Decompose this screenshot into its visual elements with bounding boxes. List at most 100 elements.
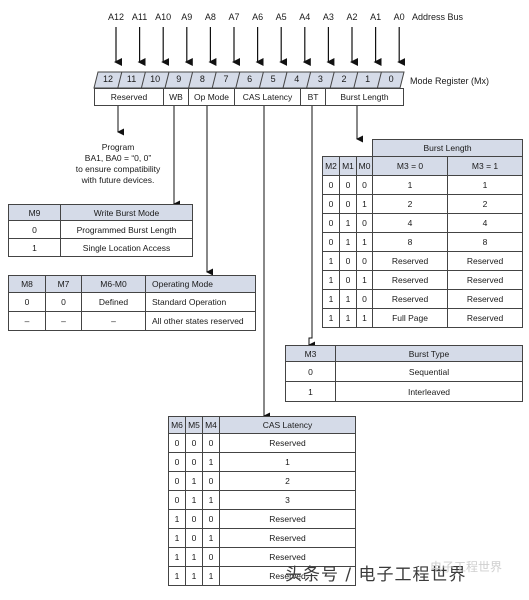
cell: 0 [322,175,340,195]
register-bit-label: 2 [341,74,347,84]
cell: 0 [202,547,220,567]
cell: 1 [168,528,186,548]
field-burst-length: Burst Length [340,92,389,102]
register-bit-divider [258,71,264,89]
cell: Reserved [447,308,524,328]
cell: 1 [185,547,203,567]
cell: 0 [355,213,374,233]
mode-register-label: Mode Register (Mx) [410,76,490,86]
address-pin-label: A10 [155,12,172,22]
cell: 2 [447,194,524,214]
burst-type-table: M3 Burst Type 0 Sequential 1 Interleaved [285,345,523,402]
address-pin-label: A0 [393,12,405,22]
register-bit-label: 3 [317,74,323,84]
header-operating-mode: Operating Mode [145,275,256,293]
address-pin-label: A6 [252,12,264,22]
cell: 0 [339,251,357,271]
cell: 1 [355,270,374,290]
cell: 1 [355,308,374,328]
register-bit-label: 0 [388,74,394,84]
address-pin-label: A12 [107,12,124,22]
cell: 2 [219,471,356,491]
cell: 1 [202,528,220,548]
cell: 1 [355,232,374,252]
cell: 1 [322,270,340,290]
cell: 1 [339,213,357,233]
register-bit-divider [282,71,288,89]
header-burst-type: Burst Type [335,345,523,362]
header-m2: M2 [322,156,340,176]
program-note-line: Program [101,142,135,152]
field-op-mode: Op Mode [189,89,235,105]
cell: Reserved [219,566,356,586]
address-pin-label: A7 [228,12,240,22]
cell: 0 [202,433,220,453]
cell: 1 [8,238,61,257]
register-field-row: Reserved WB Op Mode CAS Latency BT Burst… [94,88,404,106]
cell: – [8,311,46,331]
cell: 1 [322,289,340,309]
register-bit-divider [306,71,312,89]
cell: Reserved [219,528,356,548]
register-bit-label: 6 [247,74,253,84]
header-m1: M1 [339,156,357,176]
header-m3: M3 [285,345,336,362]
header-m8: M8 [8,275,46,293]
register-bit-label: 1 [365,74,371,84]
field-bt: BT [301,89,326,105]
cell: 0 [202,471,220,491]
register-bit-divider [235,71,241,89]
cell: 1 [219,452,356,472]
cell: – [45,311,82,331]
register-bit-dividers [117,71,382,89]
header-cas-latency: CAS Latency [219,416,356,434]
cell: Programmed Burst Length [60,220,193,239]
cell: 0 [45,292,82,312]
burst-length-title: Burst Length [372,139,524,157]
cell: Reserved [447,289,524,309]
cell: 0 [339,175,357,195]
header-m6-m0: M6-M0 [81,275,146,293]
register-bit-divider [376,71,382,89]
register-bit-label: 5 [270,74,276,84]
cell: 0 [339,194,357,214]
cell: 1 [202,452,220,472]
register-bit-label: 4 [294,74,300,84]
watermark-logo: 电子工程世界 [430,560,503,574]
cell: 0 [285,361,336,382]
cell: 0 [202,509,220,529]
cell: Single Location Access [60,238,193,257]
cell: 0 [168,490,186,510]
header-m3-1: M3 = 1 [447,156,524,176]
leader-bt [308,106,315,349]
address-bus-label: Address Bus [412,12,464,22]
address-pin-label: A8 [204,12,216,22]
watermark-text: 头条号 / 电子工程世界 [285,565,467,585]
cell: Defined [81,292,146,312]
cell: 1 [339,289,357,309]
field-cas-latency: CAS Latency [235,89,301,105]
cell: 0 [322,194,340,214]
cell: 8 [372,232,449,252]
cell: 4 [372,213,449,233]
cell: 1 [185,566,203,586]
program-note: Program BA1, BA0 = “0, 0” to ensure comp… [68,142,168,186]
cell: 1 [202,490,220,510]
address-pin-label: A1 [370,12,382,22]
cell: 1 [372,175,449,195]
cell: 8 [447,232,524,252]
